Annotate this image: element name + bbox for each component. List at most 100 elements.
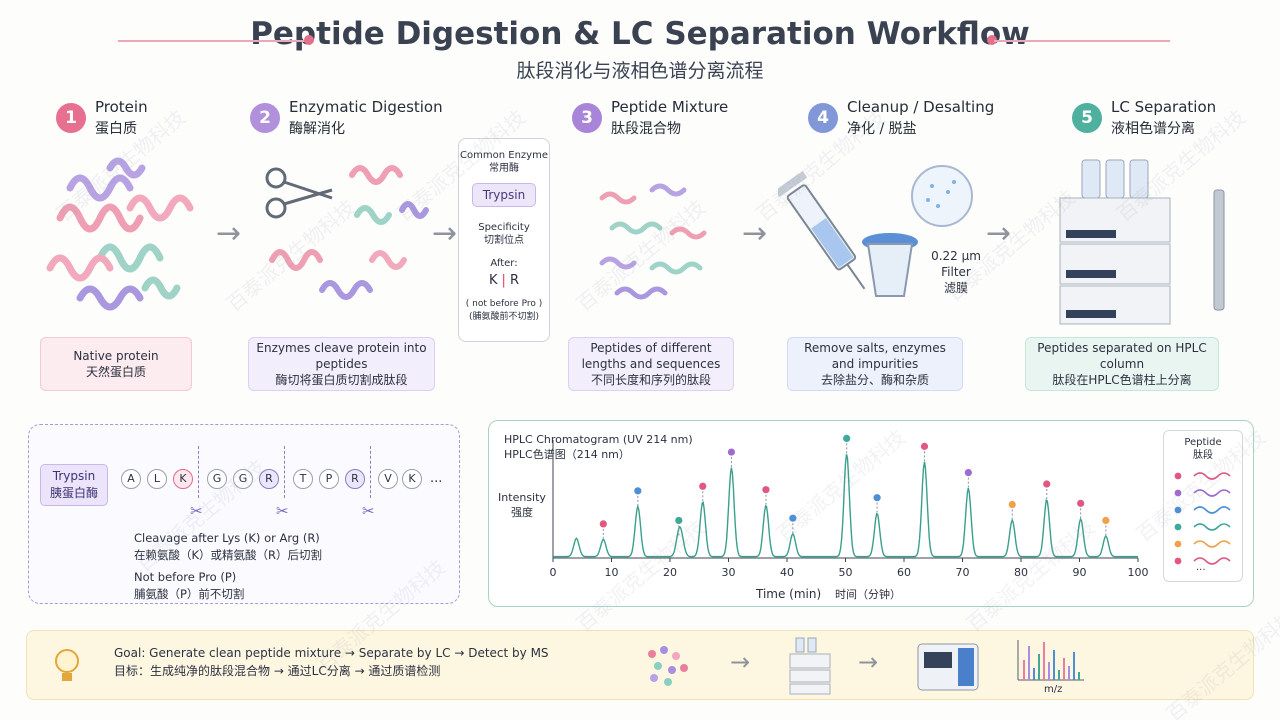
filter-label: Filter bbox=[941, 265, 971, 279]
goal-text: Goal: Generate clean peptide mixture → S… bbox=[114, 644, 549, 680]
title-divider-left bbox=[118, 40, 308, 42]
x-tick-label: 0 bbox=[550, 566, 557, 579]
step-4-caption-zh: 去除盐分、酶和杂质 bbox=[820, 373, 929, 387]
cleavage-line-3 bbox=[370, 446, 371, 498]
x-tick-label: 10 bbox=[605, 566, 619, 579]
legend-wave bbox=[1193, 540, 1231, 548]
chromatogram-panel bbox=[488, 420, 1254, 607]
mz-label: m/z bbox=[1044, 684, 1063, 695]
trypsin-specificity-panel bbox=[28, 424, 460, 604]
residue-6: R bbox=[259, 469, 279, 489]
page-subtitle: 肽段消化与液相色谱分离流程 bbox=[516, 60, 764, 82]
x-tick-label: 70 bbox=[956, 566, 970, 579]
peak-marker bbox=[675, 516, 683, 525]
step-1-title: Protein bbox=[95, 98, 148, 116]
step-5-title: LC Separation bbox=[1111, 98, 1217, 116]
x-tick-label: 60 bbox=[897, 566, 911, 579]
goal-text-en: Goal: Generate clean peptide mixture → S… bbox=[114, 646, 549, 660]
filter-illustration bbox=[862, 165, 973, 297]
peptide-mixture-illustration bbox=[599, 183, 707, 300]
step-1-caption-zh: 天然蛋白质 bbox=[85, 365, 146, 379]
legend-title: Peptide bbox=[1184, 437, 1222, 448]
legend-dot bbox=[1174, 489, 1182, 497]
goal-text-zh: 目标：生成纯净的肽段混合物 → 通过LC分离 → 通过质谱检测 bbox=[114, 664, 441, 678]
residue-r: R bbox=[509, 273, 519, 288]
hplc-instrument-illustration bbox=[1059, 159, 1225, 325]
peak-marker bbox=[1008, 500, 1016, 509]
peak-marker bbox=[873, 494, 881, 502]
syringe-illustration bbox=[778, 170, 866, 290]
residue-5: G bbox=[233, 469, 253, 489]
step-3-caption: Peptides of different lengths and sequen… bbox=[568, 337, 734, 391]
step-4-number: 4 bbox=[808, 103, 838, 133]
cleavage-line-1 bbox=[198, 446, 199, 498]
lightbulb-icon bbox=[55, 649, 79, 681]
chromatogram-trace bbox=[553, 454, 1138, 558]
protein-illustration bbox=[46, 157, 194, 311]
specificity-label-zh: 切割位点 bbox=[484, 235, 524, 246]
x-tick-label: 80 bbox=[1014, 566, 1028, 579]
y-axis-label: Intensity bbox=[498, 491, 546, 504]
residue-2: L bbox=[147, 469, 167, 489]
legend-wave bbox=[1193, 472, 1231, 480]
step-3-title: Peptide Mixture bbox=[611, 98, 729, 116]
residue-1: A bbox=[121, 469, 141, 489]
x-axis-label: Time (min) bbox=[756, 587, 822, 601]
peak-marker bbox=[789, 514, 797, 522]
step-1-caption-en: Native protein bbox=[73, 349, 159, 363]
not-before-pro-note-zh: (脯氨酸前不切割) bbox=[468, 312, 540, 322]
page-title: Peptide Digestion & LC Separation Workfl… bbox=[250, 16, 1030, 52]
peak-marker bbox=[634, 487, 642, 495]
peak-marker bbox=[964, 469, 972, 477]
trypsin-tag: Trypsin 胰蛋白酶 bbox=[40, 464, 108, 506]
peak-marker bbox=[727, 448, 736, 456]
cleavage-rules: Cleavage after Lys (K) or Arg (R) 在赖氨酸（K… bbox=[134, 530, 322, 603]
common-enzyme-title: Common Enzyme bbox=[460, 150, 548, 161]
title-dot-right bbox=[987, 35, 997, 45]
x-tick-label: 90 bbox=[1073, 566, 1087, 579]
goal-arrow-icon: → bbox=[858, 648, 879, 676]
rule-1-zh: 在赖氨酸（K）或精氨酸（R）后切割 bbox=[134, 548, 323, 562]
scissors-icon: ✂ bbox=[190, 502, 203, 520]
x-tick-label: 100 bbox=[1128, 566, 1149, 579]
after-label: After: bbox=[490, 258, 518, 269]
trypsin-tag-zh: 胰蛋白酶 bbox=[49, 486, 98, 500]
step-1-title-zh: 蛋白质 bbox=[95, 121, 137, 137]
x-axis-label-zh: 时间（分钟） bbox=[835, 588, 902, 601]
legend-wave bbox=[1193, 557, 1231, 565]
peptide-dots-icon bbox=[648, 646, 688, 686]
chromatogram-title: HPLC Chromatogram (UV 214 nm) bbox=[504, 433, 693, 446]
goal-arrow-icon: → bbox=[730, 648, 751, 676]
y-axis-label-block: Intensity 强度 bbox=[497, 490, 547, 520]
legend-dot bbox=[1174, 506, 1182, 514]
legend-wave bbox=[1193, 506, 1231, 514]
legend-dot bbox=[1174, 472, 1182, 480]
common-enzyme-card: Common Enzyme 常用酶 Trypsin Specificity 切割… bbox=[458, 138, 550, 342]
residue-11: K bbox=[402, 469, 422, 489]
rule-1: Cleavage after Lys (K) or Arg (R) bbox=[134, 531, 320, 545]
legend-wave bbox=[1193, 489, 1231, 497]
legend-dot bbox=[1174, 557, 1182, 565]
legend-dot bbox=[1174, 540, 1182, 548]
arrow-4-icon: → bbox=[986, 216, 1012, 251]
x-tick-label: 20 bbox=[663, 566, 677, 579]
residue-3: K bbox=[173, 469, 193, 489]
sequence-ellipsis: ... bbox=[430, 471, 443, 486]
peak-marker bbox=[699, 482, 707, 490]
legend-dot bbox=[1174, 523, 1182, 531]
chromatogram-title-block: HPLC Chromatogram (UV 214 nm) HPLC色谱图（21… bbox=[504, 432, 693, 462]
step-3-title-zh: 肽段混合物 bbox=[611, 121, 681, 137]
title-dot-left bbox=[304, 35, 314, 45]
y-axis-label-zh: 强度 bbox=[511, 506, 533, 519]
step-5-caption-en: Peptides separated on HPLC column bbox=[1037, 341, 1207, 371]
x-axis-label-block: Time (min) 时间（分钟） bbox=[756, 586, 901, 602]
peak-marker bbox=[920, 442, 929, 450]
cleavage-residues: K|R bbox=[489, 273, 519, 288]
step-4-caption-en: Remove salts, enzymes and impurities bbox=[804, 341, 946, 371]
digestion-illustration bbox=[265, 165, 429, 300]
arrow-2-icon: → bbox=[432, 216, 458, 251]
legend-more: ... bbox=[1196, 562, 1206, 573]
